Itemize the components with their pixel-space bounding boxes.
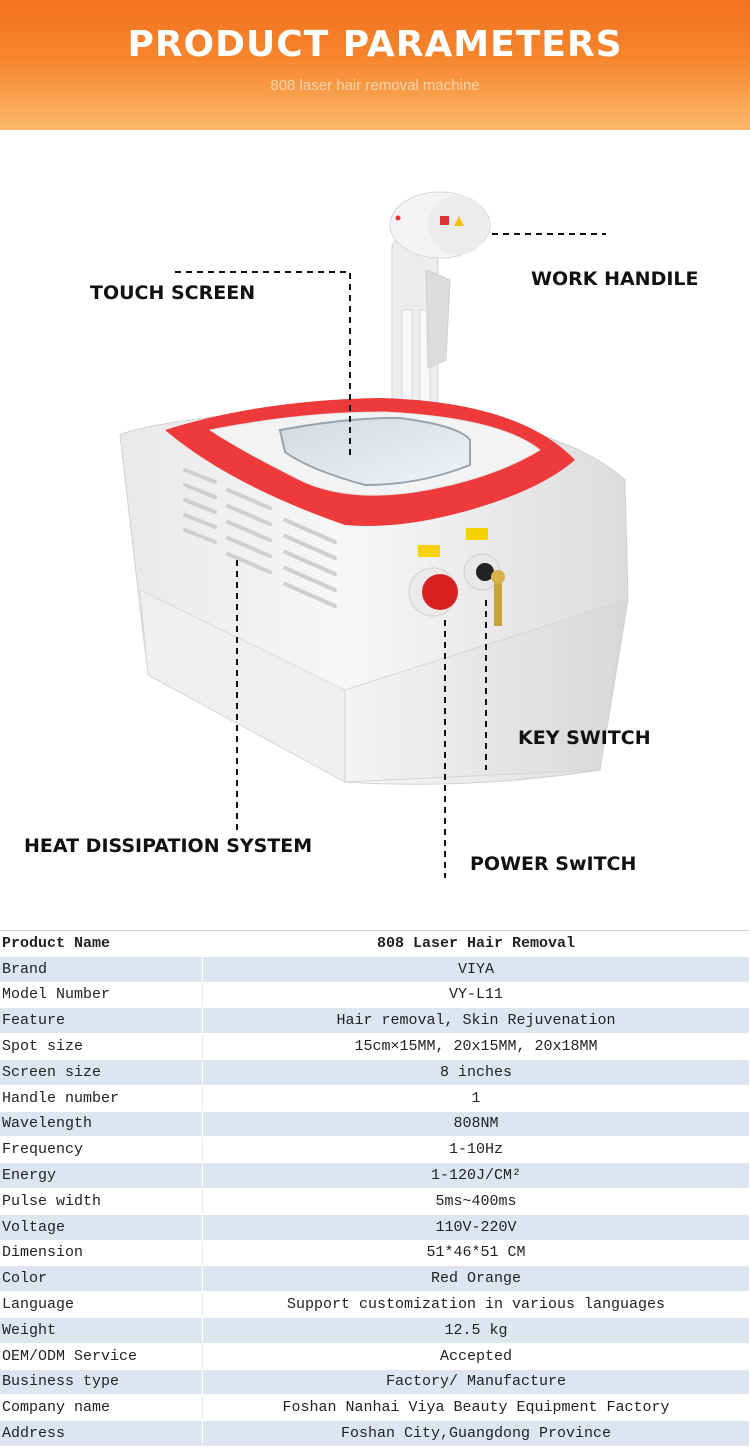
callout-power-switch: POWER SwITCH bbox=[470, 853, 637, 875]
spec-label: Voltage bbox=[0, 1214, 203, 1241]
spec-label: Wavelength bbox=[0, 1111, 203, 1138]
spec-label: Frequency bbox=[0, 1136, 203, 1164]
spec-label: Brand bbox=[0, 956, 203, 983]
spec-value: 1 bbox=[202, 1085, 750, 1112]
spec-value: Red Orange bbox=[202, 1265, 750, 1293]
spec-value: VIYA bbox=[202, 956, 750, 983]
spec-label: Language bbox=[0, 1291, 203, 1318]
spec-label: Dimension bbox=[0, 1240, 203, 1267]
callout-lines bbox=[175, 233, 606, 878]
spec-label: Energy bbox=[0, 1162, 203, 1189]
spec-value: 110V-220V bbox=[202, 1214, 750, 1241]
spec-value: Hair removal, Skin Rejuvenation bbox=[202, 1007, 750, 1035]
spec-value: VY-L11 bbox=[202, 982, 750, 1009]
spec-value: Support customization in various languag… bbox=[202, 1291, 750, 1318]
spec-label: Model Number bbox=[0, 982, 203, 1009]
spec-value: 51*46*51 CM bbox=[202, 1240, 750, 1267]
spec-label: Feature bbox=[0, 1007, 203, 1035]
spec-label: Handle number bbox=[0, 1085, 203, 1112]
spec-value: Accepted bbox=[202, 1343, 750, 1370]
spec-value: 1-120J/CM² bbox=[202, 1162, 750, 1189]
spec-label: Product Name bbox=[0, 930, 203, 957]
spec-label: Company name bbox=[0, 1394, 203, 1422]
spec-label: Address bbox=[0, 1420, 203, 1447]
work-handle bbox=[389, 191, 491, 411]
spec-value: Foshan City,Guangdong Province bbox=[202, 1420, 750, 1447]
product-figure: TOUCH SCREEN WORK HANDILE KEY SWITCH HEA… bbox=[0, 130, 750, 930]
spec-label: Business type bbox=[0, 1369, 203, 1396]
page-subtitle: 808 laser hair removal machine bbox=[270, 77, 480, 94]
spec-label: OEM/ODM Service bbox=[0, 1343, 203, 1370]
spec-value: 12.5 kg bbox=[202, 1317, 750, 1344]
spec-value: 808NM bbox=[202, 1111, 750, 1138]
spec-value: 808 Laser Hair Removal bbox=[202, 930, 750, 957]
page-title: PRODUCT PARAMETERS bbox=[127, 24, 623, 65]
spec-value: Factory/ Manufacture bbox=[202, 1369, 750, 1396]
table-header-row: Product Name 808 Laser Hair Removal bbox=[0, 930, 750, 957]
spec-label: Pulse width bbox=[0, 1188, 203, 1215]
callout-touch-screen: TOUCH SCREEN bbox=[90, 282, 256, 304]
header-banner: PRODUCT PARAMETERS 808 laser hair remova… bbox=[0, 0, 750, 130]
spec-value: 15cm×15MM, 20x15MM, 20x18MM bbox=[202, 1033, 750, 1060]
spec-label: Color bbox=[0, 1265, 203, 1293]
machine-body bbox=[119, 398, 629, 785]
spec-label: Screen size bbox=[0, 1059, 203, 1086]
callout-key-switch: KEY SWITCH bbox=[518, 727, 651, 749]
spec-value: Foshan Nanhai Viya Beauty Equipment Fact… bbox=[202, 1394, 750, 1422]
spec-value: 1-10Hz bbox=[202, 1136, 750, 1164]
laser-machine-illustration bbox=[119, 191, 629, 878]
spec-value: 8 inches bbox=[202, 1059, 750, 1086]
spec-value: 5ms~400ms bbox=[202, 1188, 750, 1215]
spec-label: Weight bbox=[0, 1317, 203, 1344]
callout-heat-dissipation: HEAT DISSIPATION SYSTEM bbox=[24, 835, 313, 857]
callout-work-handle: WORK HANDILE bbox=[531, 268, 699, 290]
spec-label: Spot size bbox=[0, 1033, 203, 1060]
spec-table: Product Name 808 Laser Hair Removal Bran… bbox=[0, 930, 750, 1447]
